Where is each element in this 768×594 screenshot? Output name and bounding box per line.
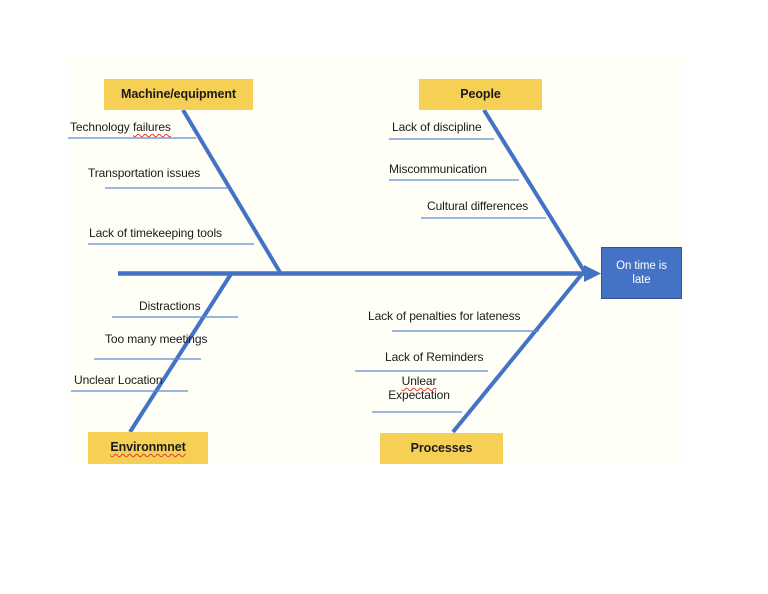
category-label-machine: Machine/equipment — [121, 86, 236, 101]
cause-text-misspelled: Unlear — [401, 374, 437, 388]
cause-label-transportation-issues[interactable]: Transportation issues — [88, 166, 201, 180]
category-label-environment: Environmnet — [110, 440, 186, 455]
cause-label-distractions[interactable]: Distractions — [139, 299, 201, 313]
cause-text-part: Technology — [70, 120, 133, 134]
cause-label-unclear-location[interactable]: Unclear Location — [74, 373, 163, 387]
slide-canvas — [68, 57, 683, 463]
effect-label-line1: On time is — [616, 259, 667, 272]
cause-label-miscommunication[interactable]: Miscommunication — [389, 162, 487, 176]
category-box-processes[interactable]: Processes — [380, 433, 503, 464]
category-box-environment[interactable]: Environmnet — [88, 432, 208, 464]
cause-label-too-many-meetings[interactable]: Too many meetings — [105, 332, 208, 346]
effect-label-line2: late — [632, 274, 651, 286]
category-label-people: People — [460, 86, 501, 101]
effect-label: On time is late — [616, 259, 667, 288]
category-label-processes: Processes — [410, 440, 473, 455]
effect-box[interactable]: On time is late — [601, 247, 682, 299]
cause-label-unlear-expectation[interactable]: Unlear Expectation — [378, 374, 460, 403]
cause-label-lack-of-penalties-for-lateness[interactable]: Lack of penalties for lateness — [368, 309, 521, 323]
cause-label-cultural-differences[interactable]: Cultural differences — [427, 199, 529, 213]
cause-label-lack-of-reminders[interactable]: Lack of Reminders — [385, 350, 484, 364]
cause-label-lack-of-timekeeping-tools[interactable]: Lack of timekeeping tools — [89, 226, 222, 240]
category-box-people[interactable]: People — [419, 79, 542, 110]
category-box-machine[interactable]: Machine/equipment — [104, 79, 253, 110]
cause-text-misspelled: failures — [132, 120, 171, 134]
cause-label-lack-of-discipline[interactable]: Lack of discipline — [392, 120, 482, 134]
cause-label-technology-failures[interactable]: Technology failures — [70, 120, 171, 135]
cause-text-part: Expectation — [388, 388, 450, 403]
